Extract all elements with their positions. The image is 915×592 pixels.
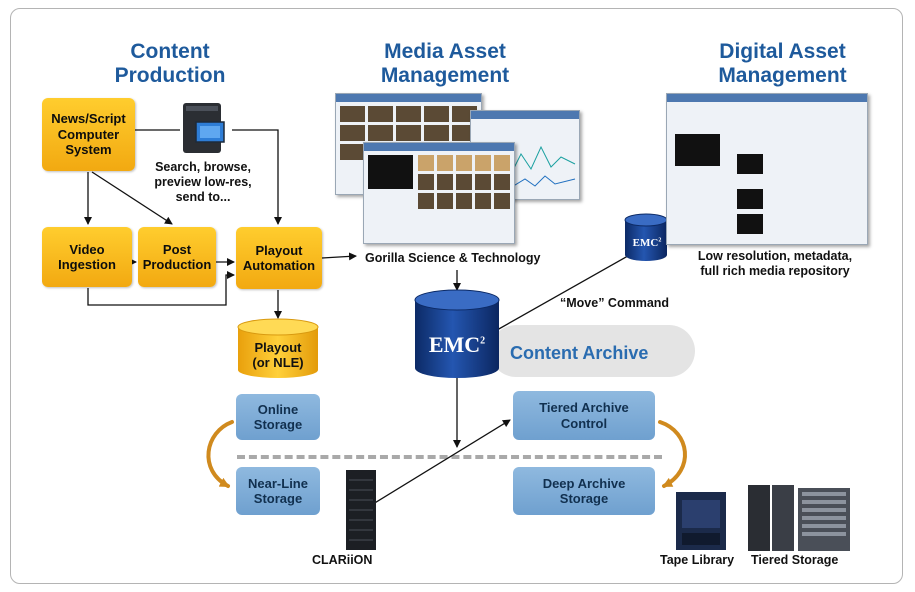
curve-online-nearline	[206, 420, 234, 488]
mam-screenshot-front	[363, 142, 515, 244]
search-browse-label: Search, browse,preview low-res,send to..…	[154, 160, 252, 204]
content-archive-band	[490, 325, 695, 377]
content-archive-label: Content Archive	[510, 343, 649, 363]
clariion-label: CLARiiON	[312, 553, 373, 567]
tiered-storage-label: Tiered Storage	[751, 553, 839, 567]
tape-library-label: Tape Library	[660, 553, 735, 567]
emc-logo-main: EMC2	[428, 332, 486, 357]
diagram-frame	[10, 8, 903, 584]
playout-nle-label: Playout(or NLE)	[252, 340, 304, 370]
loop-video-to-playout	[87, 271, 235, 306]
move-command-label: “Move” Command	[560, 296, 670, 310]
gorilla-label: Gorilla Science & Technology	[365, 251, 541, 265]
arrow-playout-to-media	[321, 252, 357, 261]
dam-screenshot	[666, 93, 868, 245]
arrow-server-to-playout	[232, 129, 282, 225]
emc-logo-small: EMC2	[632, 237, 662, 249]
line-clariion-to-control	[359, 419, 511, 513]
arrow-news-to-post	[91, 171, 173, 225]
curve-control-deep	[658, 420, 687, 488]
low-resolution-label: Low resolution, metadata,full rich media…	[697, 249, 853, 278]
arrow-emc-to-dam	[496, 247, 643, 331]
